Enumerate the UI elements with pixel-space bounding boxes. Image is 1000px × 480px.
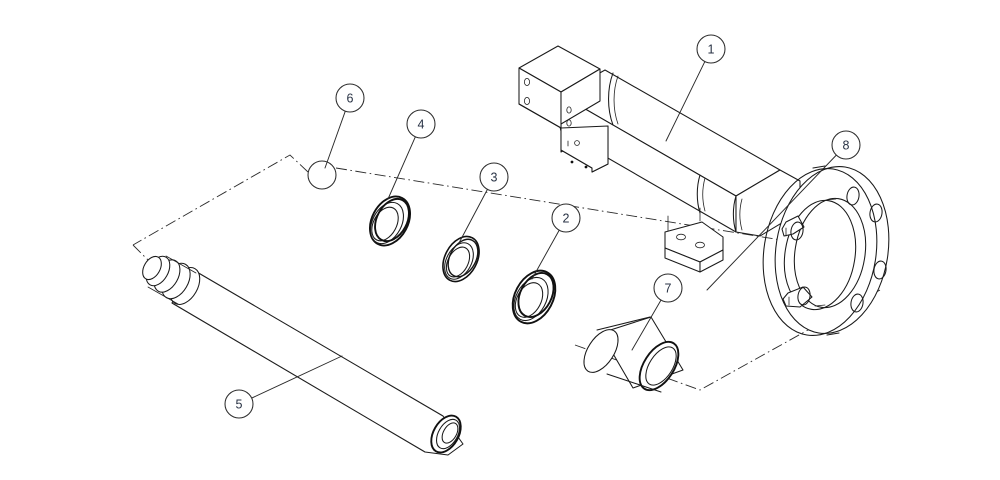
flange-bolt-hole-6	[790, 221, 804, 241]
part-seal-ring-medium	[369, 195, 411, 247]
balloon-label-7: 7	[665, 282, 672, 296]
axis-elbow-upper	[132, 154, 309, 246]
sleeve-back-face	[583, 329, 619, 373]
flange-bore-rear	[783, 199, 857, 311]
balloon-2[interactable]: 2	[531, 203, 581, 280]
ring2-rim	[517, 272, 555, 318]
motor-step-curve-2	[739, 198, 743, 231]
balloon-label-2: 2	[563, 212, 570, 226]
sleeve-front-bore	[645, 346, 677, 386]
balloon-label-8: 8	[843, 139, 850, 153]
part-shaft-tube	[142, 255, 464, 456]
motor-foot-side	[699, 249, 724, 273]
terminal-box-hole-2	[524, 97, 531, 106]
terminal-box-hole-3	[566, 106, 572, 114]
balloon-circle-3[interactable]	[479, 162, 509, 192]
balloon-callouts: 1 2 3 4 5 6 7 8	[224, 34, 861, 419]
balloon-leader-1	[665, 61, 706, 142]
ring4-rim	[374, 197, 410, 243]
flange-bore-front	[793, 197, 867, 309]
sleeve-tangent-edges	[596, 316, 662, 393]
balloon-label-3: 3	[491, 171, 498, 185]
shaft-collar-face	[142, 255, 162, 281]
flange-bolt-hole-3	[873, 260, 887, 280]
flange-keyway-edges	[785, 227, 790, 306]
balloon-1[interactable]: 1	[665, 34, 726, 142]
flange-bolt-hole-4	[850, 293, 864, 313]
ring3-rim	[447, 238, 479, 278]
bracket-dot-1	[570, 160, 574, 164]
balloon-8[interactable]: 8	[706, 130, 861, 291]
balloon-circle-1[interactable]	[696, 34, 726, 64]
balloon-leader-6	[324, 110, 346, 169]
motor-foot-ribs	[667, 207, 701, 232]
flange-thickness-tangents	[812, 165, 840, 336]
shaft-end-bore	[441, 422, 459, 444]
balloon-6[interactable]: 6	[324, 83, 365, 169]
bracket-hole-1	[574, 140, 580, 146]
balloon-leader-8	[706, 154, 837, 291]
terminal-box-side	[560, 68, 601, 125]
part-mounting-flange	[762, 165, 890, 336]
motor-seam-curve-2	[613, 75, 619, 125]
balloon-4[interactable]: 4	[387, 109, 436, 200]
balloon-leader-4	[387, 136, 416, 200]
motor-mid-curve-2	[702, 177, 706, 212]
part-motor-body	[518, 45, 801, 273]
ring2-inner	[514, 282, 544, 318]
balloon-leader-7	[631, 299, 662, 351]
balloon-leader-2	[531, 229, 560, 280]
axis-node-circle	[307, 160, 337, 190]
balloon-circle-7[interactable]	[653, 273, 683, 303]
part-sleeve-bushing	[583, 316, 684, 393]
axis-shaft-link	[132, 244, 161, 273]
flange-bolt-hole-5	[797, 286, 811, 306]
balloon-label-5: 5	[236, 398, 243, 412]
flange-outer-rear	[762, 168, 878, 336]
motor-foot-hole-2	[695, 241, 705, 249]
balloon-7[interactable]: 7	[631, 273, 683, 351]
axis-node-marker	[307, 160, 337, 190]
balloon-leader-3	[458, 188, 488, 244]
balloon-5[interactable]: 5	[224, 355, 343, 419]
balloon-3[interactable]: 3	[458, 162, 509, 244]
motor-mid-curve	[696, 174, 701, 214]
motor-bracket-face	[560, 125, 609, 173]
part-seal-ring-large	[511, 269, 557, 325]
balloon-circle-2[interactable]	[551, 203, 581, 233]
balloon-label-6: 6	[347, 92, 354, 106]
flange-bore-tangents	[814, 198, 837, 307]
motor-foot-hole-1	[676, 233, 686, 241]
bracket-dot-2	[584, 165, 588, 169]
balloon-circle-8[interactable]	[831, 130, 861, 160]
balloon-circle-4[interactable]	[406, 109, 436, 139]
motor-step-curve	[732, 195, 737, 233]
balloon-label-4: 4	[418, 118, 425, 132]
part-seal-ring-small	[442, 235, 480, 283]
shaft-bottom-edge	[171, 302, 426, 453]
terminal-box-hole-1	[524, 78, 531, 87]
shaft-top-edge	[189, 267, 444, 417]
flange-bolt-hole-1	[846, 186, 860, 206]
shaft-collar-tangents	[147, 255, 197, 305]
balloon-label-1: 1	[708, 43, 715, 57]
balloon-leader-5	[251, 355, 343, 399]
flange-bolt-hole-2	[869, 203, 883, 223]
terminal-box-hole-4	[566, 119, 572, 127]
balloon-circle-5[interactable]	[224, 389, 254, 419]
motor-seam-curve	[608, 72, 614, 126]
balloon-circle-6[interactable]	[335, 83, 365, 113]
